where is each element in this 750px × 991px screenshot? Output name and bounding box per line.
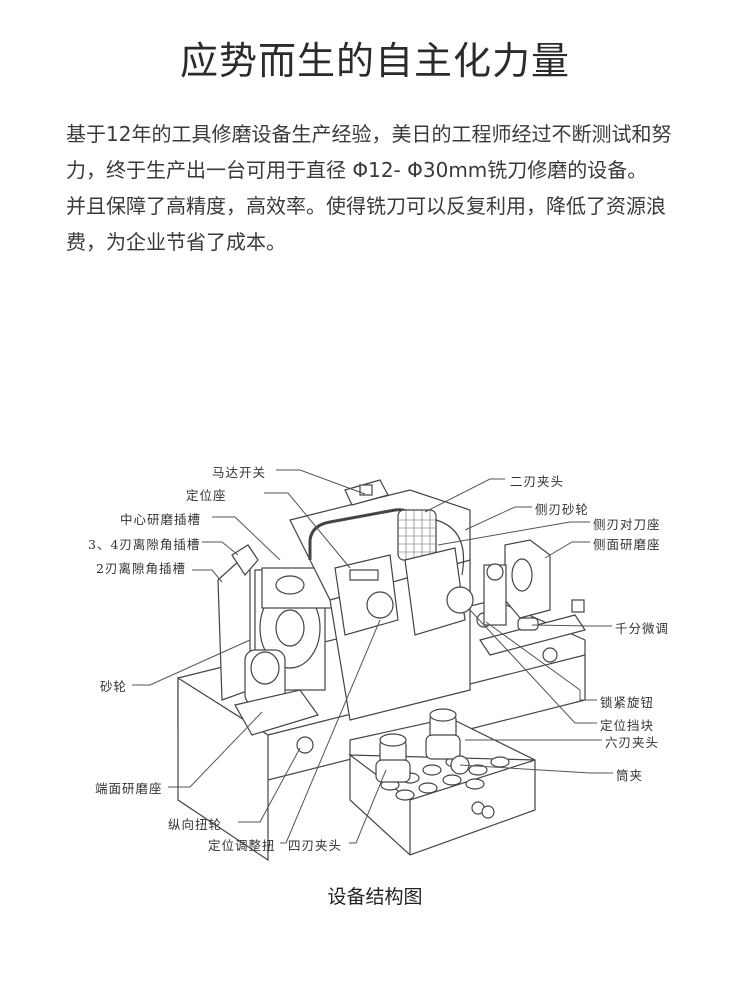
machine-drawing	[132, 469, 613, 862]
label-six-flute-chuck: 六刃夹头	[605, 735, 660, 750]
label-positioning-adjust-knob: 定位调整扭	[208, 838, 276, 853]
label-positioning-seat: 定位座	[186, 488, 227, 503]
label-side-edge-wheel: 侧刃砂轮	[535, 502, 590, 517]
label-locking-knob: 锁紧旋钮	[600, 695, 655, 710]
label-end-face-grinding-seat: 端面研磨座	[95, 781, 163, 796]
label-micrometer-fine-adjust: 千分微调	[615, 621, 670, 636]
label-side-grinding-seat: 侧面研磨座	[593, 537, 661, 552]
intro-paragraph-1: 基于12年的工具修磨设备生产经验，美日的工程师经过不断测试和努力，终于生产出一台…	[66, 122, 672, 182]
intro-text: 基于12年的工具修磨设备生产经验，美日的工程师经过不断测试和努力，终于生产出一台…	[66, 116, 696, 260]
label-2-flute-clearance-slot: 2刃离隙角插槽	[96, 561, 186, 576]
label-collet: 筒夹	[616, 768, 644, 783]
label-motor-switch: 马达开关	[212, 465, 267, 480]
machine-structure-diagram: 马达开关 定位座 中心研磨插槽 3、4刃离隙角插槽 2刃离隙角插槽 砂轮 端面研…	[0, 450, 750, 870]
label-two-flute-chuck: 二刃夹头	[510, 474, 565, 489]
diagram-caption: 设备结构图	[327, 886, 423, 908]
label-four-flute-chuck: 四刃夹头	[288, 838, 343, 853]
label-center-grinding-slot: 中心研磨插槽	[120, 512, 202, 527]
intro-paragraph-2: 并且保障了高精度，高效率。使得铣刀可以反复利用，降低了资源浪费，为企业节省了成本…	[66, 194, 666, 254]
label-grinding-wheel: 砂轮	[100, 679, 128, 694]
label-side-edge-tool-setter: 侧刃对刀座	[593, 517, 661, 532]
label-3-4-flute-clearance-slot: 3、4刃离隙角插槽	[88, 537, 201, 552]
label-longitudinal-knob: 纵向扭轮	[168, 817, 223, 832]
page-title: 应势而生的自主化力量	[179, 39, 570, 83]
label-positioning-stop: 定位挡块	[600, 718, 655, 733]
